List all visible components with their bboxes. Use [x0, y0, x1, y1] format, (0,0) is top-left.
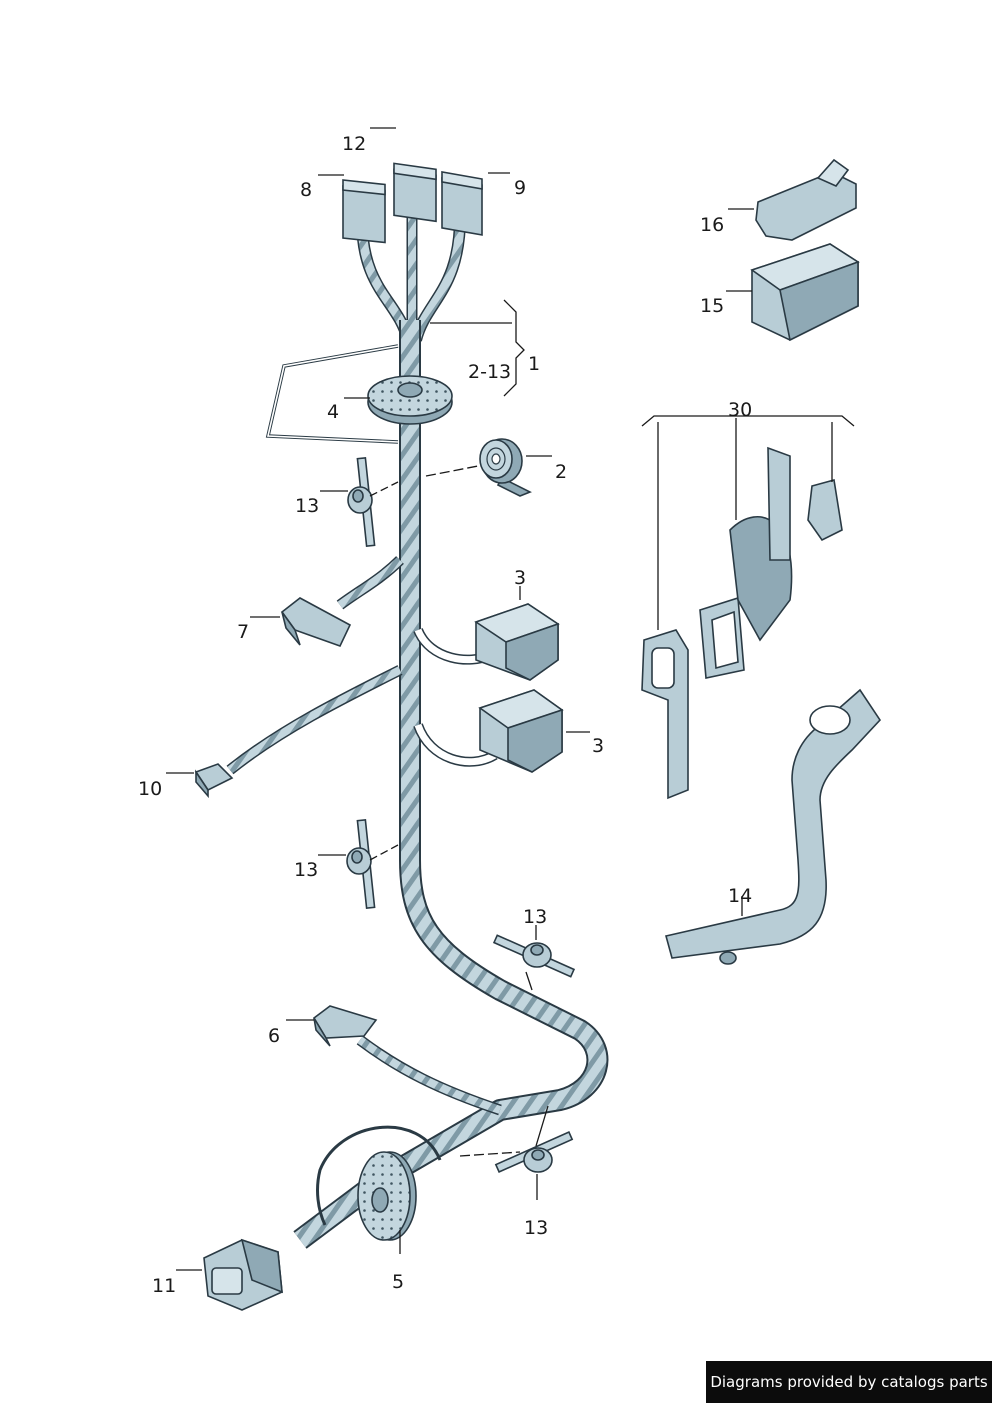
callout-13-c: 13: [523, 906, 547, 928]
cable-tie-13-b[interactable]: [346, 818, 376, 910]
connector-3-lower[interactable]: [478, 689, 564, 773]
connector-10[interactable]: [194, 763, 234, 799]
callout-9: 9: [514, 177, 526, 199]
grommet-5[interactable]: [357, 1151, 417, 1241]
footer-credit-badge: Diagrams provided by catalogs parts: [706, 1361, 992, 1403]
connector-8[interactable]: [342, 179, 386, 244]
connector-12[interactable]: [393, 162, 437, 223]
callout-30: 30: [728, 399, 752, 421]
grommet-set-30[interactable]: [641, 446, 843, 800]
connector-11[interactable]: [203, 1238, 283, 1311]
callout-16: 16: [700, 214, 724, 236]
grommet-4[interactable]: [367, 375, 453, 425]
cable-tie-13-c[interactable]: [492, 934, 576, 978]
callout-1: 1: [528, 353, 540, 375]
wiring-harness: [226, 170, 609, 1249]
cover-16[interactable]: [755, 158, 857, 241]
callout-13-a: 13: [295, 495, 319, 517]
loop-wire-lower: [316, 1125, 442, 1226]
leader-lines: [166, 127, 855, 1271]
callout-6: 6: [268, 1025, 280, 1047]
cable-tie-13-d[interactable]: [494, 1131, 574, 1173]
connector-6[interactable]: [312, 1005, 378, 1047]
relay-box-15[interactable]: [750, 243, 860, 342]
tape-roll-2[interactable]: [479, 438, 532, 497]
callout-2: 2: [555, 461, 567, 483]
connector-7[interactable]: [280, 597, 352, 647]
connector-9[interactable]: [441, 170, 483, 236]
callout-15: 15: [700, 295, 724, 317]
callout-13-b: 13: [294, 859, 318, 881]
callout-3-lower: 3: [592, 735, 604, 757]
footer-credit-text: Diagrams provided by catalogs parts: [710, 1373, 988, 1391]
callout-4: 4: [327, 401, 339, 423]
callout-labels: 12 8 9 1 2-13 4 2 13 3 7 3 10 13 13 6 13…: [138, 133, 752, 1297]
callout-7: 7: [237, 621, 249, 643]
callout-11: 11: [152, 1275, 176, 1297]
callout-8: 8: [300, 179, 312, 201]
bracket-14[interactable]: [665, 688, 882, 965]
callout-10: 10: [138, 778, 162, 800]
cable-tie-13-a[interactable]: [347, 456, 376, 548]
callout-2-13: 2-13: [468, 361, 511, 383]
callout-3-upper: 3: [514, 567, 526, 589]
connector-3-upper[interactable]: [474, 603, 560, 681]
callout-13-d: 13: [524, 1217, 548, 1239]
callout-5: 5: [392, 1271, 404, 1293]
callout-12: 12: [342, 133, 366, 155]
callout-14: 14: [728, 885, 752, 907]
